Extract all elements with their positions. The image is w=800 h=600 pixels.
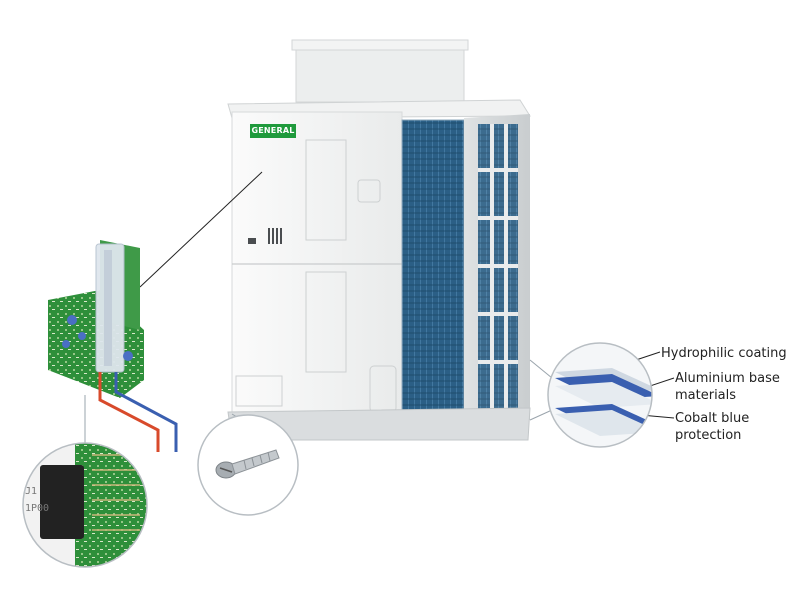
pcb-leader (139, 171, 263, 288)
screw-icon (197, 413, 299, 516)
heat-exchanger-fin-icon (547, 342, 653, 448)
fan-housing (291, 39, 469, 103)
chip-label-1: J1 (25, 486, 38, 497)
brand-logo-text: GENERAL (251, 126, 295, 135)
cable-cover (235, 375, 283, 407)
front-panel (231, 111, 403, 421)
chip-label-2: 1P00 (25, 503, 50, 514)
pcb-magnifier (22, 395, 148, 568)
service-cap (357, 179, 381, 203)
heat-exchanger-coil (401, 119, 465, 421)
access-panel-upper (305, 139, 347, 241)
vent-slots (248, 228, 282, 244)
side-grille (478, 124, 518, 414)
access-panel-lower (305, 271, 347, 373)
callout-hydrophilic-coating: Hydrophilic coating (661, 346, 787, 361)
brand-logo: GENERAL (250, 124, 296, 138)
circuit-board-icon (48, 240, 178, 452)
callout-aluminium-base: Aluminium base materials (675, 371, 780, 403)
outdoor-unit (227, 39, 531, 441)
callout-cobalt-blue-protection: Cobalt blue protection (675, 411, 750, 443)
